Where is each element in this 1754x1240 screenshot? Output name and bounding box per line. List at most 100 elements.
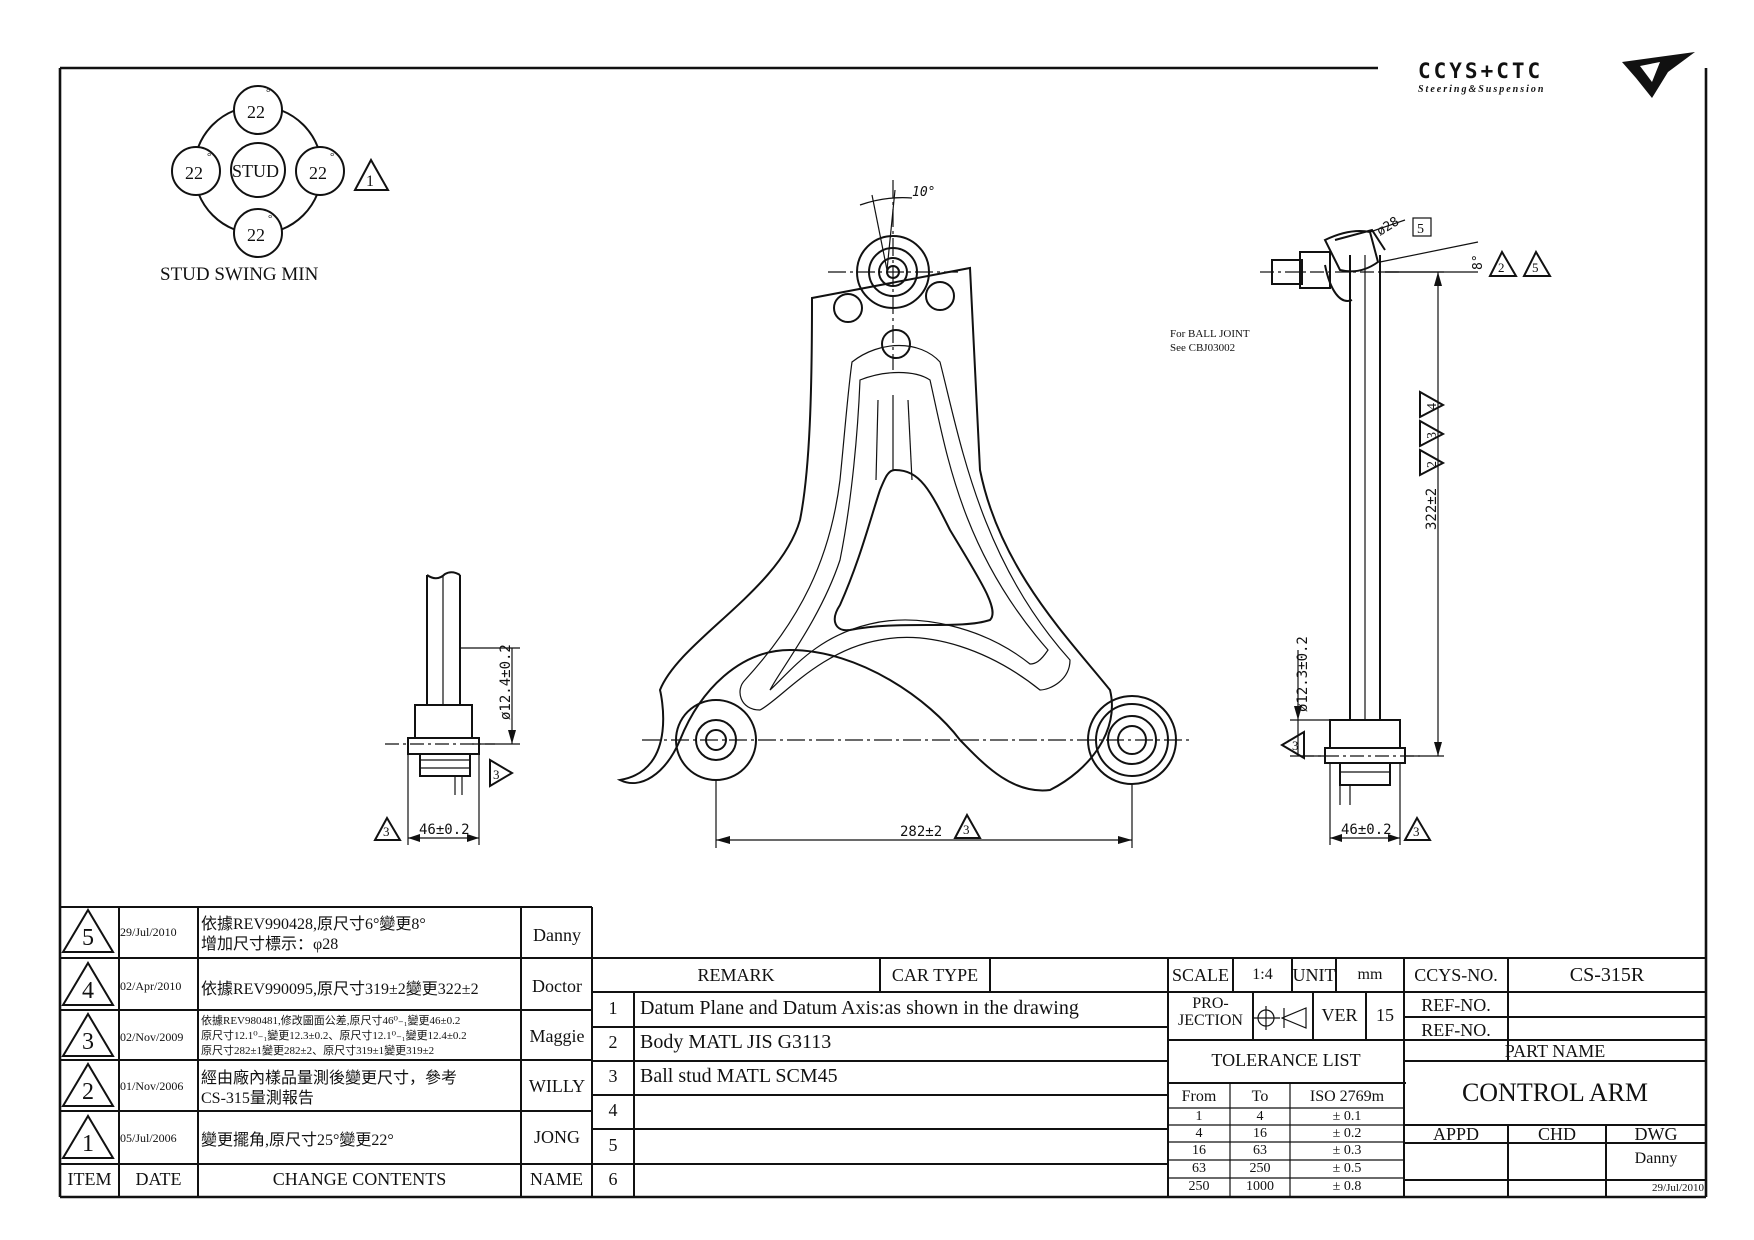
revision-contents-line: 變更擺角,原尺寸25°變更22° xyxy=(201,1132,394,1149)
tolerance-from: 16 xyxy=(1192,1143,1206,1158)
revision-header-contents: CHANGE CONTENTS xyxy=(272,1169,447,1189)
tolerance-to: 16 xyxy=(1253,1126,1267,1141)
revision-contents-line: 原尺寸282±1變更282±2、原尺寸319±1變更319±2 xyxy=(201,1045,435,1057)
svg-text:2: 2 xyxy=(1498,260,1505,275)
tolerance-to: 1000 xyxy=(1246,1179,1274,1194)
right-side-view: 322±2 2 3 4 ø28 5 8° 2 5 ø12.3±0.2 3 46±… xyxy=(1170,214,1552,845)
projection-label-1: PRO- xyxy=(1192,996,1229,1012)
revision-date: 02/Nov/2009 xyxy=(120,1030,184,1044)
svg-text:2: 2 xyxy=(1425,461,1440,468)
scale-value: 1:4 xyxy=(1252,966,1273,983)
svg-text:3: 3 xyxy=(1413,824,1420,839)
height-dimension: 322±2 xyxy=(1424,488,1440,530)
stud-swing-diagram: 22 ° 22 ° 22 ° 22 ° STUD STUD SWING MIN … xyxy=(160,85,390,285)
dwg-date: 29/Jul/2010 xyxy=(1652,1182,1704,1194)
tolerance-value: ± 0.3 xyxy=(1332,1143,1362,1158)
ball-angle-dimension: 8° xyxy=(1471,254,1486,270)
ball-joint-note-line2: See CBJ03002 xyxy=(1170,342,1235,354)
scale-label: SCALE xyxy=(1171,965,1229,985)
tolerance-from: 63 xyxy=(1192,1161,1206,1176)
control-arm-main-view: 282±2 3 xyxy=(616,180,1190,848)
revision-contents-line: 依據REV990095,原尺寸319±2變更322±2 xyxy=(201,981,479,998)
svg-text:°: ° xyxy=(266,87,270,99)
swing-right-value: 22 xyxy=(309,163,327,183)
titleblock-grid xyxy=(1168,958,1706,1197)
tolerance-to: 4 xyxy=(1256,1109,1264,1124)
remark-text: Datum Plane and Datum Axis:as shown in t… xyxy=(640,997,1079,1019)
logo-tagline: Steering&Suspension xyxy=(1418,84,1545,95)
center-width-dimension: 282±2 xyxy=(900,824,942,840)
swing-left-value: 22 xyxy=(185,163,203,183)
tolerance-from: 1 xyxy=(1195,1109,1203,1124)
tolerance-header-from: From xyxy=(1181,1088,1217,1105)
revision-contents-line: CS-315量測報告 xyxy=(201,1090,314,1107)
revision-item-5: 5 xyxy=(82,925,94,951)
chd-label: CHD xyxy=(1537,1124,1576,1144)
svg-text:4: 4 xyxy=(1425,403,1440,410)
ver-label: VER xyxy=(1321,1005,1358,1025)
revision-contents-line: 依據REV990428,原尺寸6°變更8° xyxy=(201,916,426,933)
revision-contents-line: 經由廠內樣品量測後變更尺寸，參考 xyxy=(201,1070,458,1087)
svg-text:3: 3 xyxy=(493,767,500,782)
revision-item-1: 1 xyxy=(82,1131,94,1157)
tolerance-to: 250 xyxy=(1249,1161,1271,1176)
revision-header-item: ITEM xyxy=(67,1169,112,1189)
revision-date: 02/Apr/2010 xyxy=(120,979,182,993)
unit-value: mm xyxy=(1357,966,1383,983)
revision-name: Danny xyxy=(533,925,581,945)
svg-text:3: 3 xyxy=(383,824,390,839)
logo-brand: CCYS+CTC xyxy=(1418,59,1543,83)
company-logo: CCYS+CTC Steering&Suspension xyxy=(1418,52,1695,98)
part-name-value: CONTROL ARM xyxy=(1461,1078,1649,1107)
tolerance-from: 4 xyxy=(1195,1126,1203,1141)
revision-date: 01/Nov/2006 xyxy=(120,1079,184,1093)
revision-name: Doctor xyxy=(532,976,582,996)
sheet-border xyxy=(58,66,1708,1199)
remark-no: 3 xyxy=(608,1066,618,1086)
part-name-label: PART NAME xyxy=(1504,1041,1606,1061)
revision-contents-line: 依據REV980481,修改圖面公差,原尺寸46⁰₋₁變更46±0.2 xyxy=(201,1015,461,1027)
svg-text:°: ° xyxy=(330,151,334,163)
revision-item-4: 4 xyxy=(82,978,94,1004)
tolerance-value: ± 0.8 xyxy=(1332,1179,1362,1194)
right-dia-dimension: ø12.3±0.2 xyxy=(1295,636,1311,712)
svg-text:3: 3 xyxy=(1425,432,1440,439)
revision-name: Maggie xyxy=(529,1026,585,1046)
remark-text: Body MATL JIS G3113 xyxy=(640,1031,832,1053)
svg-text:°: ° xyxy=(268,213,272,225)
remark-no: 4 xyxy=(608,1100,618,1120)
revision-table-grid xyxy=(60,906,1706,1197)
revision-date: 29/Jul/2010 xyxy=(120,925,177,939)
revision-item-2: 2 xyxy=(82,1079,94,1105)
ref-no-label: REF-NO. xyxy=(1421,995,1491,1015)
ref-no-label: REF-NO. xyxy=(1421,1020,1491,1040)
remark-header: REMARK xyxy=(697,965,775,985)
remark-no: 2 xyxy=(608,1032,618,1052)
projection-label-2: JECTION xyxy=(1178,1013,1243,1029)
dwg-label: DWG xyxy=(1634,1124,1678,1144)
revision-name: JONG xyxy=(533,1127,580,1147)
ccys-no-value: CS-315R xyxy=(1569,964,1645,986)
tolerance-from: 250 xyxy=(1188,1179,1210,1194)
ccys-no-label: CCYS-NO. xyxy=(1414,965,1498,985)
remark-no: 6 xyxy=(608,1169,618,1189)
revision-contents-line: 增加尺寸標示：φ28 xyxy=(201,936,339,953)
tolerance-title: TOLERANCE LIST xyxy=(1211,1050,1361,1070)
tolerance-value: ± 0.5 xyxy=(1332,1161,1362,1176)
ver-value: 15 xyxy=(1376,1005,1394,1025)
appd-label: APPD xyxy=(1432,1124,1480,1144)
remark-no: 1 xyxy=(608,998,618,1018)
revision-contents-line: 原尺寸12.1⁰₋₁變更12.3±0.2、原尺寸12.1⁰₋₁變更12.4±0.… xyxy=(201,1030,467,1042)
tolerance-value: ± 0.2 xyxy=(1332,1126,1362,1141)
tolerance-to: 63 xyxy=(1253,1143,1267,1158)
revision-item-triangles xyxy=(61,908,115,1159)
revision-date: 05/Jul/2006 xyxy=(120,1131,177,1145)
tolerance-header-to: To xyxy=(1251,1088,1269,1105)
svg-text:3: 3 xyxy=(963,822,970,837)
tolerance-value: ± 0.1 xyxy=(1332,1109,1362,1124)
logo-mark-icon xyxy=(1622,52,1695,98)
unit-label: UNIT xyxy=(1292,965,1336,985)
swing-top-value: 22 xyxy=(247,102,265,122)
remark-text: Ball stud MATL SCM45 xyxy=(640,1065,838,1087)
swing-bottom-value: 22 xyxy=(247,225,265,245)
